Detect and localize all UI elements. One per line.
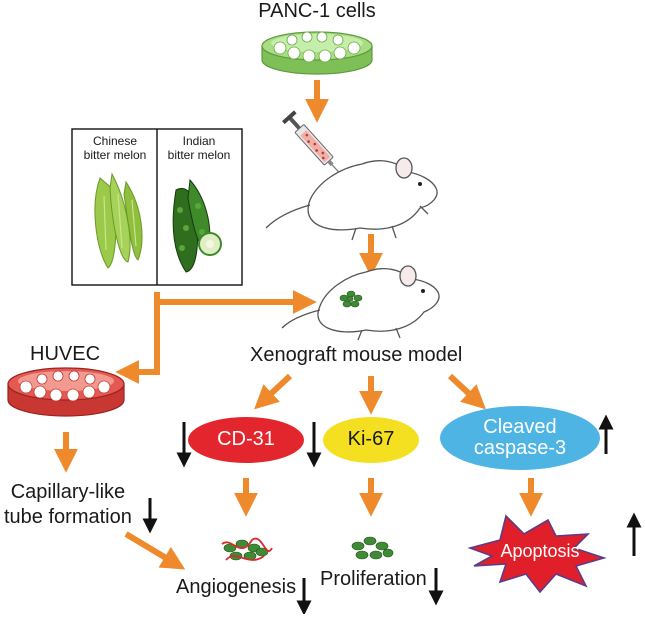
cd31-label: CD-31 (217, 428, 275, 450)
indian-melon-line-2: bitter melon (167, 148, 231, 162)
proliferation-label: Proliferation (320, 568, 427, 590)
caspase-line-2: caspase-3 (473, 437, 567, 459)
panc1-dish-icon (261, 31, 373, 75)
tumor-mouse-icon (281, 265, 440, 341)
marker-outcome-arrows (124, 478, 543, 570)
capillary-label: Capillary-like tube formation (4, 480, 132, 530)
huvec-dish-icon (7, 367, 125, 417)
caspase-label: Cleaved caspase-3 (440, 417, 600, 459)
capillary-line-1: Capillary-like (10, 481, 126, 503)
indian-melon-line-1: Indian (182, 134, 216, 148)
capillary-line-2: tube formation (4, 506, 132, 528)
chinese-melon-line-1: Chinese (92, 134, 138, 148)
angiogenesis-label: Angiogenesis (176, 576, 297, 598)
indian-bitter-melon-icon (172, 178, 222, 273)
chinese-melon-label: Chinese bitter melon (74, 134, 156, 162)
chinese-bitter-melon-icon (94, 172, 143, 269)
mouse-icon (265, 157, 438, 241)
treatment-connector (115, 290, 317, 384)
caspase-ellipse (440, 406, 600, 470)
tumor-icon (339, 290, 363, 308)
xenograft-branch-arrows (254, 373, 486, 415)
xenograft-label: Xenograft mouse model (250, 344, 463, 366)
explosion-icon (467, 514, 607, 594)
ki67-label: Ki-67 (347, 428, 395, 450)
panc1-label: PANC-1 cells (258, 0, 376, 22)
vessel-cells-icon (221, 537, 273, 561)
tumor-cells-icon (351, 536, 394, 560)
ki67-ellipse (323, 417, 419, 463)
huvec-label: HUVEC (30, 343, 101, 365)
indian-melon-label: Indian bitter melon (158, 134, 240, 162)
cd31-ellipse (188, 417, 304, 463)
syringe-icon (282, 110, 343, 177)
caspase-line-1: Cleaved (483, 416, 557, 438)
apoptosis-label: Apoptosis (500, 541, 580, 561)
chinese-melon-line-2: bitter melon (83, 148, 147, 162)
